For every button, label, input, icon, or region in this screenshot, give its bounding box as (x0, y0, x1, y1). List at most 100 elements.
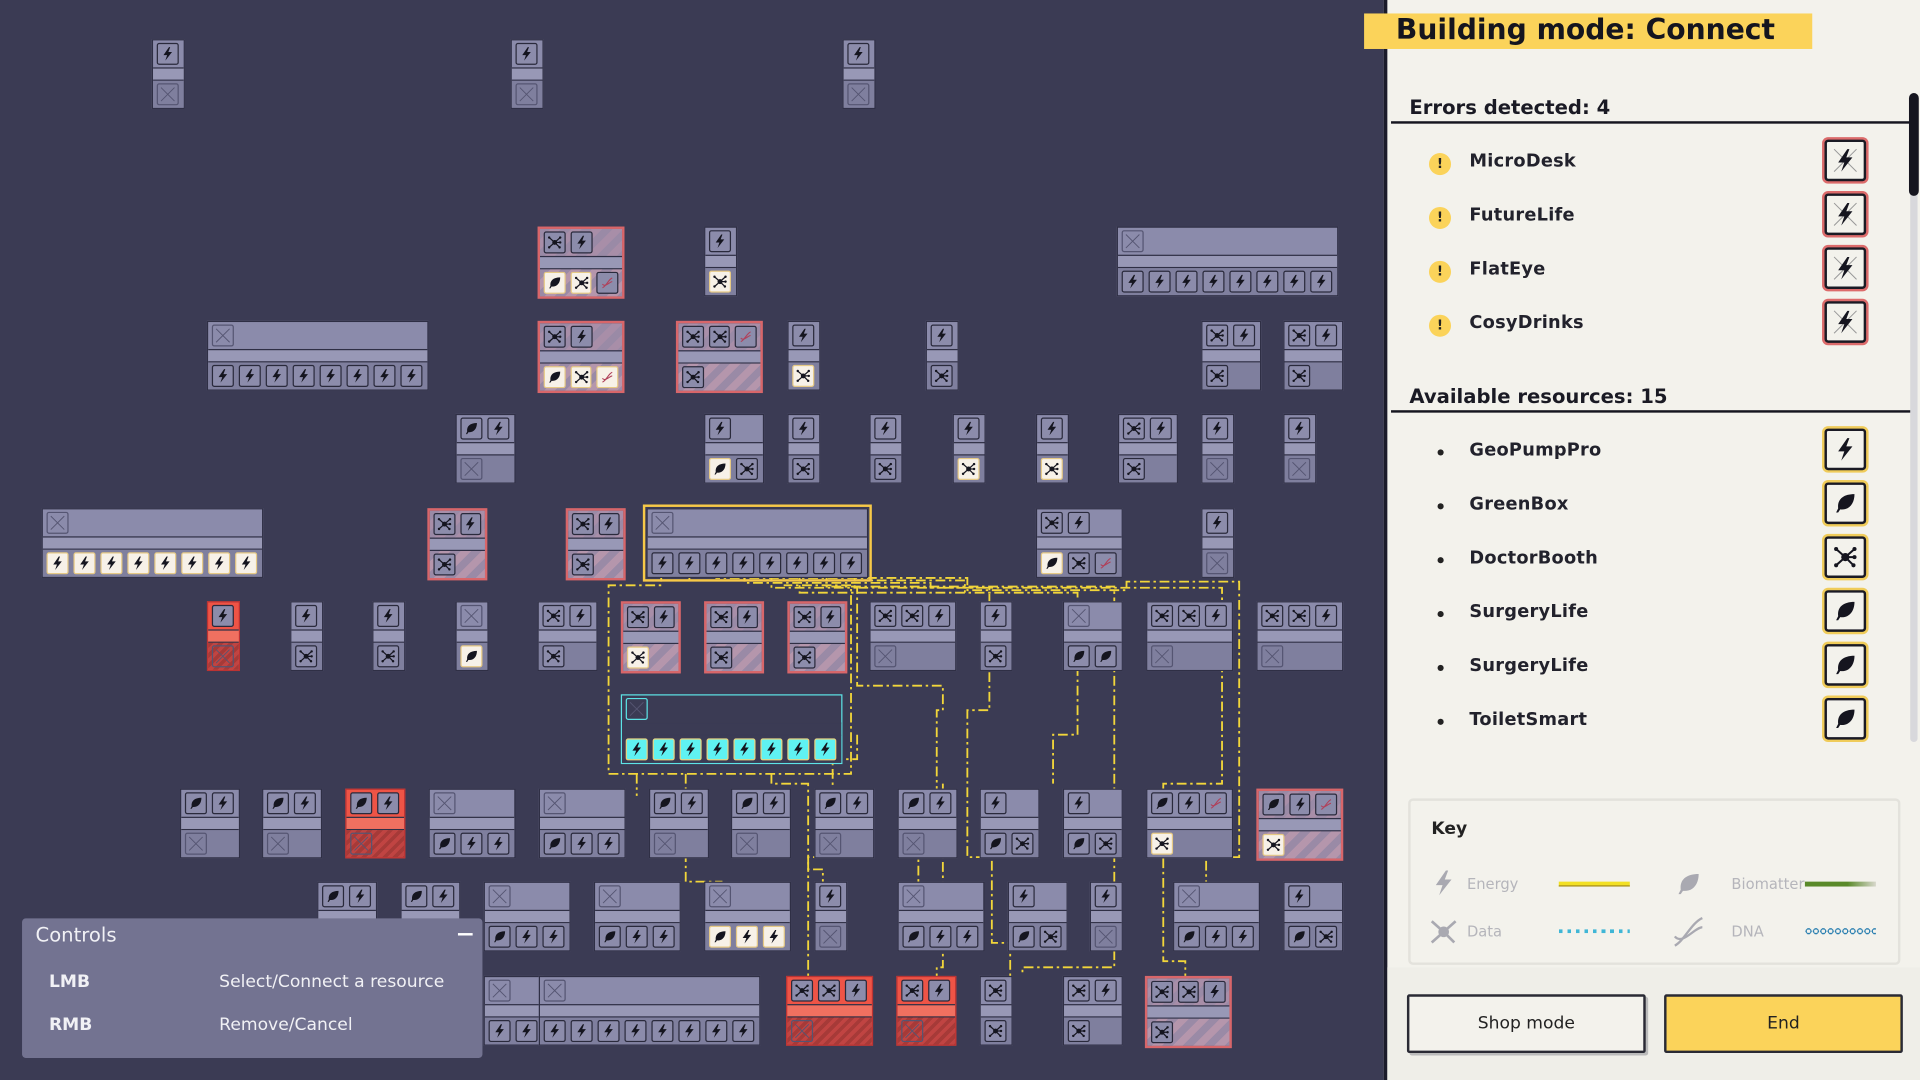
energy-slot-icon[interactable] (238, 364, 261, 387)
data-slot-icon[interactable] (295, 645, 318, 668)
energy-slot-icon[interactable] (1067, 792, 1090, 815)
energy-slot-icon[interactable] (1206, 417, 1229, 440)
resource-item[interactable]: DoctorBooth (1387, 536, 1901, 585)
data-slot-icon[interactable] (710, 606, 732, 629)
building-node[interactable] (1117, 413, 1178, 484)
empty-slot-icon[interactable] (874, 645, 897, 668)
energy-slot-icon[interactable] (1067, 511, 1090, 534)
biomatter-slot-icon[interactable] (708, 457, 732, 481)
biomatter-slot-icon[interactable] (350, 792, 373, 815)
data-slot-icon[interactable] (957, 457, 980, 481)
energy-slot-icon[interactable] (346, 364, 369, 387)
biomatter-slot-icon[interactable] (1094, 645, 1117, 668)
energy-slot-icon[interactable] (1206, 511, 1229, 534)
building-node[interactable] (537, 226, 625, 299)
energy-slot-icon[interactable] (679, 738, 702, 761)
empty-slot-icon[interactable] (488, 885, 511, 908)
data-slot-icon[interactable] (1262, 833, 1285, 856)
energy-slot-icon[interactable] (181, 552, 204, 575)
building-node[interactable] (1201, 508, 1235, 578)
energy-slot-icon[interactable] (208, 552, 231, 575)
energy-slot-icon[interactable] (543, 1020, 566, 1043)
building-node[interactable] (483, 881, 571, 952)
data-slot-icon[interactable] (735, 457, 758, 481)
empty-slot-icon[interactable] (902, 885, 925, 908)
empty-slot-icon[interactable] (598, 885, 621, 908)
building-node[interactable] (537, 601, 598, 672)
error-item[interactable]: ! CosyDrinks (1387, 301, 1901, 350)
data-slot-icon[interactable] (571, 513, 594, 536)
energy-slot-icon[interactable] (1256, 270, 1279, 293)
energy-slot-icon[interactable] (1040, 417, 1063, 440)
building-node[interactable] (1146, 788, 1234, 859)
building-node[interactable] (455, 601, 489, 672)
dna-slot-icon[interactable] (1094, 552, 1117, 575)
building-node[interactable] (1173, 881, 1261, 952)
building-node[interactable] (593, 881, 681, 952)
energy-icon[interactable] (1824, 428, 1867, 471)
data-slot-icon[interactable] (984, 1020, 1007, 1043)
energy-slot-icon[interactable] (706, 738, 729, 761)
biomatter-slot-icon[interactable] (405, 885, 428, 908)
energy-slot-icon[interactable] (459, 513, 482, 536)
data-slot-icon[interactable] (571, 553, 594, 576)
energy-slot-icon[interactable] (844, 979, 867, 1002)
biomatter-slot-icon[interactable] (819, 792, 842, 815)
biomatter-slot-icon[interactable] (1040, 552, 1063, 575)
empty-slot-icon[interactable] (1121, 230, 1144, 253)
building-node[interactable] (869, 413, 903, 484)
empty-slot-icon[interactable] (211, 324, 234, 347)
biomatter-icon[interactable] (1824, 644, 1867, 686)
energy-slot-icon[interactable] (786, 552, 809, 575)
building-node[interactable] (1201, 320, 1262, 391)
energy-slot-icon[interactable] (732, 552, 755, 575)
energy-slot-icon[interactable] (760, 738, 783, 761)
biomatter-slot-icon[interactable] (488, 925, 511, 948)
energy-slot-icon[interactable] (1094, 979, 1117, 1002)
data-slot-icon[interactable] (1288, 324, 1311, 347)
energy-slot-icon[interactable] (597, 1020, 620, 1043)
building-node[interactable] (1007, 881, 1068, 952)
energy-slot-icon[interactable] (705, 1020, 728, 1043)
biomatter-slot-icon[interactable] (460, 645, 483, 668)
energy-slot-icon[interactable] (957, 417, 980, 440)
empty-slot-icon[interactable] (488, 979, 511, 1002)
resource-item[interactable]: GeoPumpPro (1387, 428, 1901, 478)
energy-slot-icon[interactable] (1288, 793, 1311, 816)
data-slot-icon[interactable] (1288, 364, 1311, 387)
energy-slot-icon[interactable] (652, 925, 675, 948)
building-node[interactable] (897, 788, 958, 859)
energy-slot-icon[interactable] (652, 738, 675, 761)
energy-slot-icon[interactable] (736, 606, 758, 629)
data-slot-icon[interactable] (570, 366, 592, 389)
energy-slot-icon[interactable] (1288, 885, 1311, 908)
building-node[interactable] (704, 881, 792, 952)
energy-slot-icon[interactable] (762, 925, 785, 948)
energy-slot-icon[interactable] (762, 792, 785, 815)
energy-slot-icon[interactable] (127, 552, 150, 575)
building-node[interactable] (979, 601, 1013, 672)
building-node[interactable] (1062, 601, 1123, 672)
data-slot-icon[interactable] (1177, 604, 1201, 627)
empty-slot-icon[interactable] (1288, 457, 1311, 481)
data-slot-icon[interactable] (682, 366, 705, 389)
biomatter-slot-icon[interactable] (1067, 645, 1090, 668)
data-slot-icon[interactable] (543, 325, 566, 348)
building-node[interactable] (1256, 601, 1344, 672)
empty-slot-icon[interactable] (350, 832, 373, 855)
data-slot-icon[interactable] (433, 513, 455, 536)
energy-slot-icon[interactable] (956, 925, 979, 948)
empty-slot-icon[interactable] (1151, 645, 1174, 668)
energy-slot-icon[interactable] (678, 1020, 701, 1043)
data-slot-icon[interactable] (1151, 1021, 1174, 1044)
energy-slot-icon[interactable] (819, 606, 842, 629)
data-slot-icon[interactable] (793, 606, 815, 629)
data-slot-icon[interactable] (901, 979, 924, 1002)
building-node[interactable] (1035, 508, 1123, 578)
building-node[interactable] (952, 413, 986, 484)
building-node[interactable] (842, 39, 876, 109)
biomatter-slot-icon[interactable] (653, 792, 676, 815)
data-slot-icon[interactable] (1151, 604, 1174, 627)
energy-slot-icon[interactable] (840, 552, 863, 575)
data-slot-icon[interactable] (874, 604, 897, 627)
